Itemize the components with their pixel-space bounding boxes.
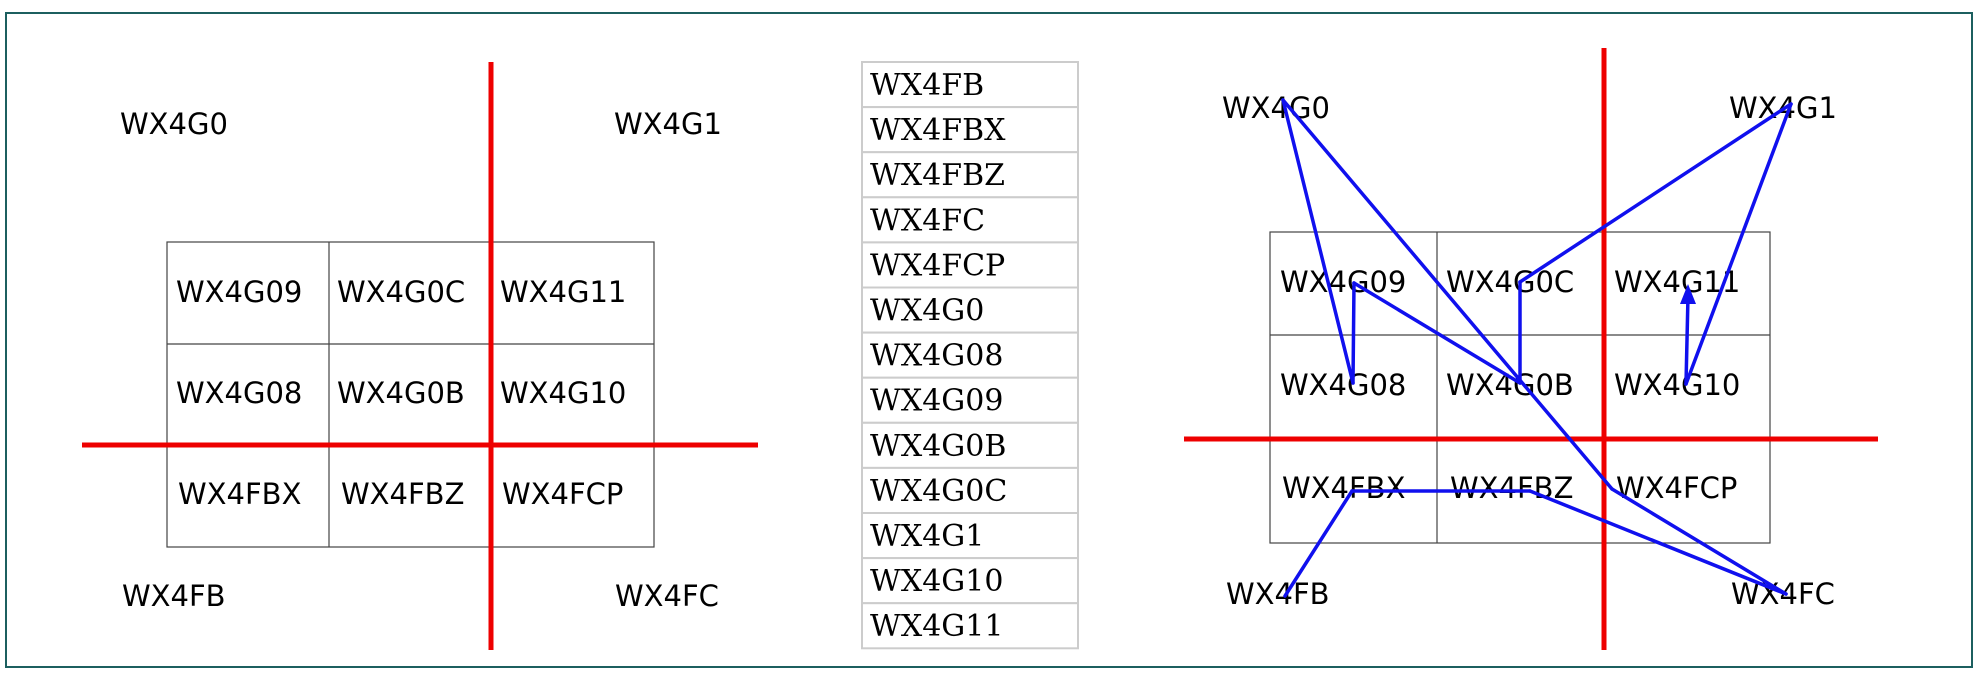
- left-grid-border: [166, 241, 655, 548]
- list-item-label: WX4FC: [870, 203, 985, 238]
- list-item: WX4G0C: [861, 466, 1079, 514]
- path-segment: [1684, 294, 1690, 386]
- right-cell-r1c2: WX4G10: [1614, 368, 1740, 402]
- left-cell-r0c0: WX4G09: [176, 275, 302, 309]
- list-item: WX4FBZ: [861, 151, 1079, 199]
- list-item: WX4G11: [861, 602, 1079, 650]
- left-cell-r0c1: WX4G0C: [337, 275, 465, 309]
- right-cell-r2c0: WX4FBX: [1282, 471, 1405, 505]
- path-segment: [1283, 489, 1354, 598]
- left-cell-r0c2: WX4G11: [500, 275, 626, 309]
- path-segment: [1281, 98, 1614, 491]
- list-item-label: WX4G08: [870, 339, 1003, 374]
- path-segment: [1528, 489, 1788, 596]
- list-item-label: WX4G0C: [870, 474, 1007, 509]
- list-item: WX4G0B: [861, 421, 1079, 469]
- left-outer-sw: WX4FB: [122, 579, 226, 613]
- right-cell-r1c0: WX4G08: [1280, 368, 1406, 402]
- list-item-box: [861, 331, 1079, 379]
- path-segment: [1281, 98, 1355, 385]
- list-item-label: WX4G10: [870, 564, 1003, 599]
- left-cell-r2c2: WX4FCP: [502, 477, 623, 511]
- list-item-label: WX4G0B: [870, 429, 1006, 464]
- path-segment: [1351, 281, 1356, 385]
- list-item-label: WX4FBZ: [870, 158, 1005, 193]
- left-cell-r2c1: WX4FBZ: [341, 477, 464, 511]
- path-segment: [1352, 281, 1522, 385]
- list-item-label: WX4FB: [870, 68, 984, 103]
- left-cell-r2c0: WX4FBX: [178, 477, 301, 511]
- list-item: WX4FB: [861, 61, 1079, 109]
- list-item-box: [861, 376, 1079, 424]
- list-item-box: [861, 286, 1079, 334]
- path-segment: [1518, 102, 1793, 284]
- right-cell-r0c0: WX4G09: [1280, 265, 1406, 299]
- left-cell-r1c2: WX4G10: [500, 376, 626, 410]
- list-item-box: [861, 61, 1079, 109]
- path-arrowhead-icon: [1680, 284, 1696, 304]
- list-item: WX4G10: [861, 557, 1079, 605]
- left-outer-ne: WX4G1: [614, 107, 722, 141]
- list-item: WX4G1: [861, 512, 1079, 560]
- right-cell-r2c2: WX4FCP: [1616, 471, 1737, 505]
- list-item-label: WX4FBX: [870, 113, 1006, 148]
- list-item-label: WX4G0: [870, 294, 984, 329]
- list-item-box: [861, 602, 1079, 650]
- right-outer-sw: WX4FB: [1226, 577, 1330, 611]
- list-item: WX4FCP: [861, 241, 1079, 289]
- list-item-box: [861, 557, 1079, 605]
- list-item: WX4G09: [861, 376, 1079, 424]
- list-item-box: [861, 512, 1079, 560]
- list-item-label: WX4G09: [870, 384, 1003, 419]
- list-item: WX4FBX: [861, 106, 1079, 154]
- right-outer-nw: WX4G0: [1222, 91, 1330, 125]
- sorted-geohash-list: WX4FB WX4FBX WX4FBZ WX4FC WX4FCP WX4G0WX4G08W…: [861, 61, 1079, 650]
- list-item: WX4G08: [861, 331, 1079, 379]
- list-item-label: WX4G11: [870, 609, 1003, 644]
- left-panel: WX4G0 WX4G1 WX4FB WX4FC WX4G09 WX4G0C WX…: [82, 62, 758, 650]
- list-item-label: WX4FCP: [870, 248, 1005, 283]
- right-cell-r0c1: WX4G0C: [1446, 265, 1574, 299]
- right-cell-r1c1: WX4G0B: [1446, 368, 1574, 402]
- left-cell-r1c0: WX4G08: [176, 376, 302, 410]
- right-grid-border: [1269, 231, 1771, 544]
- list-item: WX4G0: [861, 286, 1079, 334]
- list-item: WX4FC: [861, 196, 1079, 244]
- list-item-box: [861, 241, 1079, 289]
- path-segment: [1610, 487, 1788, 596]
- left-outer-se: WX4FC: [615, 579, 719, 613]
- list-item-label: WX4G1: [870, 519, 984, 554]
- left-outer-nw: WX4G0: [120, 107, 228, 141]
- right-panel: WX4G0 WX4G1 WX4FB WX4FC WX4G09 WX4G0C WX…: [1184, 48, 1878, 650]
- left-cell-r1c1: WX4G0B: [337, 376, 465, 410]
- path-segment: [1684, 102, 1793, 386]
- z-order-path: [1281, 98, 1793, 598]
- list-item-box: [861, 466, 1079, 514]
